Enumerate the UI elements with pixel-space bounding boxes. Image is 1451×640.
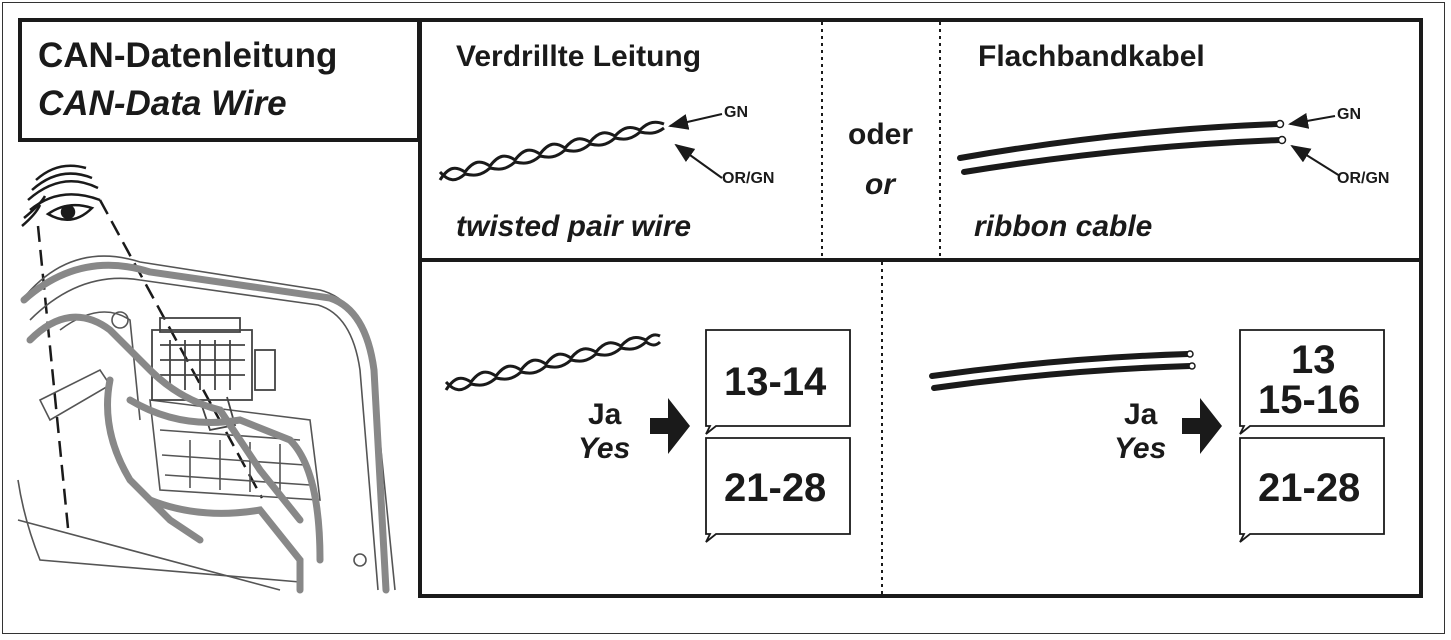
twisted-pages-second: 21-28 [724, 466, 827, 510]
twisted-wire-bottom-label: OR/GN [722, 170, 775, 187]
title-box: CAN-Datenleitung CAN-Data Wire [18, 18, 421, 142]
ribbon-yes-english: Yes [1114, 432, 1167, 465]
separator-german: oder [848, 118, 914, 151]
title-english: CAN-Data Wire [38, 84, 287, 123]
ribbon-header: Flachbandkabel [978, 40, 1205, 73]
twisted-pages-first: 13-14 [724, 360, 827, 404]
ribbon-caption: ribbon cable [974, 210, 1153, 243]
title-german: CAN-Datenleitung [38, 36, 338, 75]
ribbon-yes-german: Ja [1124, 398, 1158, 431]
twisted-yes-german: Ja [588, 398, 622, 431]
ribbon-wire-top-label: GN [1337, 106, 1361, 123]
ribbon-wire-bottom-label: OR/GN [1337, 170, 1390, 187]
twisted-header: Verdrillte Leitung [456, 40, 702, 73]
separator-english: or [865, 168, 895, 201]
ribbon-pages-first-line2: 15-16 [1258, 378, 1361, 422]
ribbon-pages-first-line1: 13 [1291, 338, 1336, 382]
twisted-wire-top-label: GN [724, 104, 748, 121]
wire-type-results [418, 258, 1423, 598]
twisted-caption: twisted pair wire [456, 210, 692, 243]
twisted-yes-english: Yes [578, 432, 631, 465]
ribbon-pages-second: 21-28 [1258, 466, 1361, 510]
